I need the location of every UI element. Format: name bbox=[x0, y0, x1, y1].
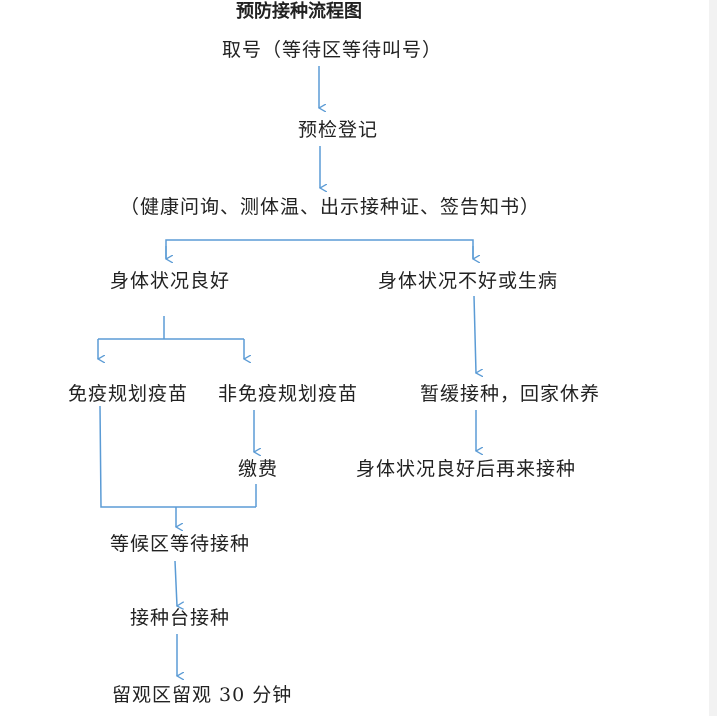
node-observation: 留观区留观 30 分钟 bbox=[112, 684, 293, 706]
node-healthy: 身体状况良好 bbox=[110, 270, 231, 292]
diagram-title: 预防接种流程图 bbox=[236, 1, 362, 22]
node-return-later: 身体状况良好后再来接种 bbox=[356, 458, 577, 480]
node-pre-check-detail: （健康问询、测体温、出示接种证、签告知书） bbox=[120, 196, 541, 218]
node-take-number: 取号（等待区等待叫号） bbox=[222, 39, 443, 61]
node-payment: 缴费 bbox=[238, 458, 279, 480]
node-pre-check: 预检登记 bbox=[298, 119, 379, 141]
merge-line-plan bbox=[99, 405, 176, 508]
page-edge bbox=[709, 0, 717, 716]
arrow-waiting-to-desk bbox=[174, 560, 177, 606]
node-vaccination-desk: 接种台接种 bbox=[130, 607, 231, 629]
node-non-plan-vaccine: 非免疫规划疫苗 bbox=[218, 383, 359, 405]
arrow-unwell-to-postpone bbox=[473, 295, 476, 373]
branch-bar-health bbox=[165, 239, 474, 258]
node-postpone: 暂缓接种，回家休养 bbox=[420, 383, 601, 405]
node-plan-vaccine: 免疫规划疫苗 bbox=[68, 383, 189, 405]
node-waiting-area: 等候区等待接种 bbox=[110, 533, 251, 555]
node-unwell: 身体状况不好或生病 bbox=[378, 270, 559, 292]
